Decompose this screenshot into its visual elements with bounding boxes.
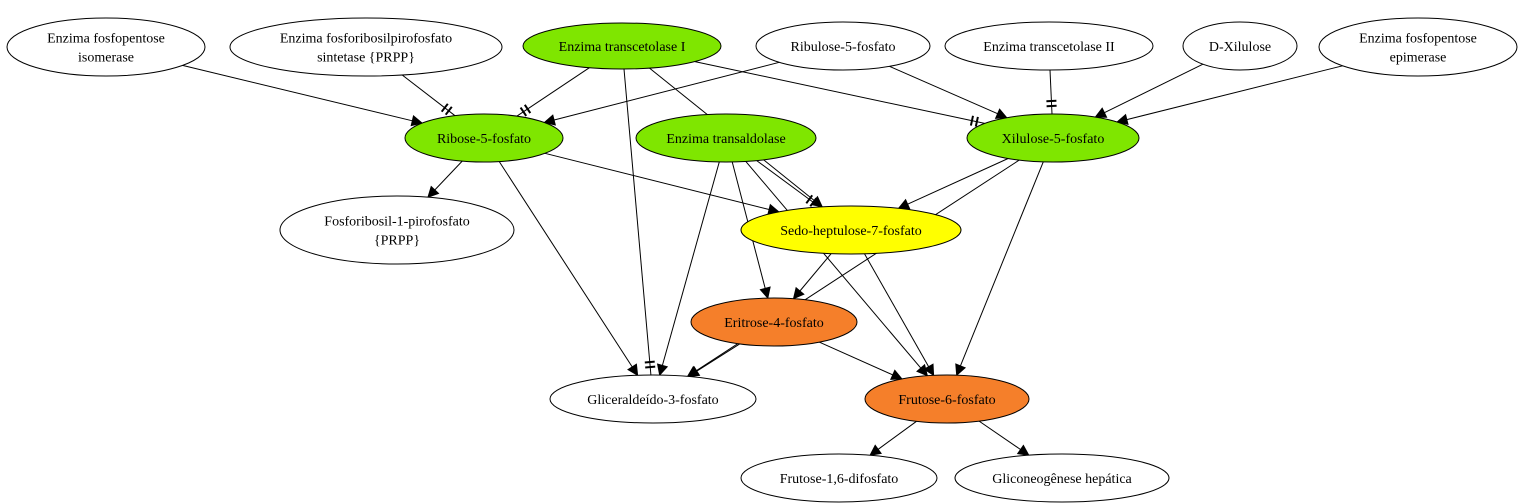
node-ribulose5p: Ribulose-5-fosfato xyxy=(755,21,931,71)
edge-ribose5p-to-fosforibosil xyxy=(427,160,463,199)
node-label: Sedo-heptulose-7-fosfato xyxy=(780,224,922,239)
node-enz-prpp-sint: Enzima fosforibosilpirofosfato sintetase … xyxy=(229,17,503,77)
node-sedoheptulose: Sedo-heptulose-7-fosfato xyxy=(740,205,962,255)
node-shape xyxy=(1182,21,1298,71)
node-shape xyxy=(404,113,564,163)
node-label: Eritrose-4-fosfato xyxy=(724,316,824,331)
node-label: Gliceraldeído-3-fosfato xyxy=(587,393,718,408)
node-shape xyxy=(229,17,503,77)
edge-enz_transcetolase1-to-ribose5p xyxy=(516,67,590,117)
node-shape xyxy=(740,205,962,255)
node-ribose5p: Ribose-5-fosfato xyxy=(404,113,564,163)
node-label: Enzima fosforibosilpirofosfato xyxy=(280,32,452,47)
edge-enz_epimerase-to-xilulose5p xyxy=(1116,65,1343,126)
edge-sedoheptulose-to-frutose6p xyxy=(864,253,935,377)
node-label: Gliconeogênese hepática xyxy=(992,472,1132,487)
edge-eritrose-to-frutose6p xyxy=(818,341,903,380)
node-shape xyxy=(740,453,938,503)
node-eritrose: Eritrose-4-fosfato xyxy=(690,297,858,347)
edge-d_xilulose-to-xilulose5p xyxy=(1094,63,1204,118)
edge-frutose6p-to-frutose16 xyxy=(869,420,917,456)
node-frutose16: Frutose-1,6-difosfato xyxy=(740,453,938,503)
edge-ribulose5p-to-xilulose5p xyxy=(889,65,1008,119)
node-shape xyxy=(522,22,722,70)
edge-ribose5p-to-gliceraldeido xyxy=(498,161,639,377)
node-shape xyxy=(944,21,1154,71)
edge-enz_transcetolase1-to-gliceraldeido xyxy=(623,68,656,376)
edge-xilulose5p-to-frutose6p xyxy=(955,161,1044,377)
node-gliconeogenese: Gliconeogênese hepática xyxy=(954,453,1170,503)
node-label: Fosforibosil-1-pirofosfato xyxy=(324,215,469,230)
node-label: D-Xilulose xyxy=(1209,40,1271,55)
node-label: sintetase {PRPP} xyxy=(317,51,415,66)
node-shape xyxy=(549,374,757,424)
node-shape xyxy=(1318,17,1518,77)
node-shape xyxy=(279,195,515,265)
node-label: Enzima fosfopentose xyxy=(47,32,165,47)
edge-enz_transcetolase2-to-xilulose5p xyxy=(1046,69,1057,115)
edge-enz_isomerase-to-ribose5p xyxy=(182,64,424,127)
node-label: Enzima transaldolase xyxy=(666,132,785,147)
node-xilulose5p: Xilulose-5-fosfato xyxy=(966,113,1140,163)
node-label: Enzima transcetolase II xyxy=(983,40,1115,55)
node-label: epimerase xyxy=(1390,51,1447,66)
node-label: Ribose-5-fosfato xyxy=(437,132,531,147)
node-frutose6p: Frutose-6-fosfato xyxy=(864,374,1030,424)
node-label: Enzima fosfopentose xyxy=(1359,32,1477,47)
edge-frutose6p-to-gliconeogenese xyxy=(978,420,1030,456)
node-label: isomerase xyxy=(78,51,134,66)
node-fosforibosil: Fosforibosil-1-pirofosfato {PRPP} xyxy=(279,195,515,265)
node-shape xyxy=(954,453,1170,503)
node-shape xyxy=(966,113,1140,163)
edge-enz_prpp_sint-to-ribose5p xyxy=(401,74,456,117)
node-enz-transcetolase1: Enzima transcetolase I xyxy=(522,22,722,70)
edge-enz_transaldolase-to-gliceraldeido xyxy=(656,161,720,377)
node-d-xilulose: D-Xilulose xyxy=(1182,21,1298,71)
node-enz-transcetolase2: Enzima transcetolase II xyxy=(944,21,1154,71)
node-gliceraldeido: Gliceraldeído-3-fosfato xyxy=(549,374,757,424)
node-label: Frutose-1,6-difosfato xyxy=(780,472,899,487)
node-enz-transaldolase: Enzima transaldolase xyxy=(635,113,817,163)
node-label: Frutose-6-fosfato xyxy=(898,393,995,408)
node-label: Enzima transcetolase I xyxy=(559,40,686,55)
edge-eritrose-to-gliceraldeido xyxy=(687,343,740,378)
node-shape xyxy=(690,297,858,347)
node-shape xyxy=(6,17,206,77)
node-label: Ribulose-5-fosfato xyxy=(791,40,896,55)
node-shape xyxy=(635,113,817,163)
node-enz-epimerase: Enzima fosfopentose epimerase xyxy=(1318,17,1518,77)
edge-sedoheptulose-to-eritrose xyxy=(792,253,832,300)
node-shape xyxy=(864,374,1030,424)
node-enz-isomerase: Enzima fosfopentose isomerase xyxy=(6,17,206,77)
node-shape xyxy=(755,21,931,71)
edge-enz_transaldolase-to-sedoheptulose xyxy=(756,160,820,208)
edge-enz_transcetolase1-to-xilulose5p xyxy=(694,61,985,127)
node-label: Xilulose-5-fosfato xyxy=(1002,132,1105,147)
edge-xilulose5p-to-sedoheptulose xyxy=(897,158,1009,210)
node-label: {PRPP} xyxy=(374,234,420,249)
